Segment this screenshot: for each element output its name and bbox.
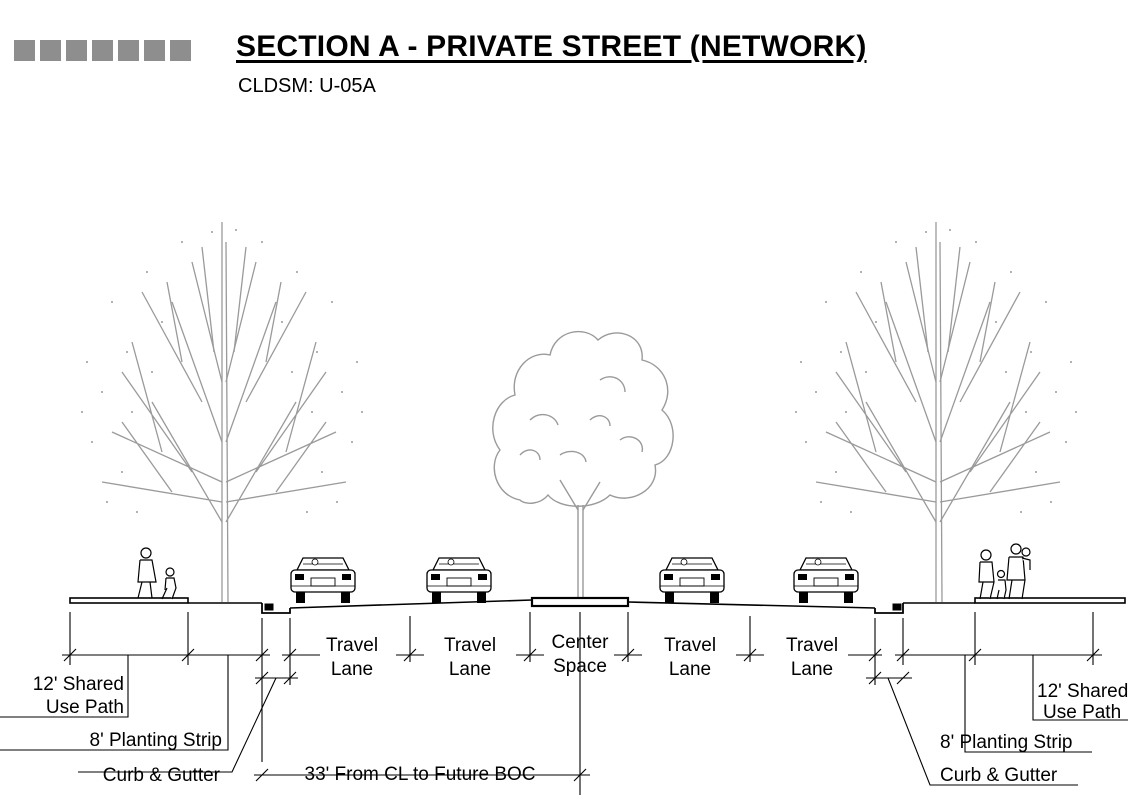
lane-3-label-line1: Travel [664, 635, 716, 656]
vehicle-lane-1 [290, 557, 356, 604]
right-street-tree [795, 221, 1077, 603]
section-subtitle: CLDSM: U-05A [238, 75, 376, 97]
vehicle-lane-3 [659, 557, 725, 604]
section-title: SECTION A - PRIVATE STREET (NETWORK) [236, 30, 867, 63]
pedestrians-left [137, 547, 177, 600]
lane-2-label-line2: Lane [449, 659, 491, 680]
lane-labels: Travel Lane Travel Lane Center Space Tra… [326, 632, 838, 680]
center-space-label-line2: Space [553, 656, 607, 677]
pedestrians-right [978, 543, 1031, 600]
center-median-tree [492, 330, 674, 598]
section-hatch-marker [14, 40, 191, 61]
left-path-label-line2: Use Path [46, 697, 124, 718]
right-path-label-line1: 12' Shared [1037, 681, 1128, 702]
left-street-tree [81, 221, 363, 603]
lane-4-label-line2: Lane [791, 659, 833, 680]
lane-4-label-line1: Travel [786, 635, 838, 656]
vehicle-lane-4 [793, 557, 859, 604]
lane-3-label-line2: Lane [669, 659, 711, 680]
drawing-header: SECTION A - PRIVATE STREET (NETWORK) CLD… [0, 0, 1128, 110]
vehicle-lane-2 [426, 557, 492, 604]
left-curb-gutter-label: Curb & Gutter [103, 765, 221, 786]
right-path-label-line2: Use Path [1043, 702, 1121, 723]
right-planting-strip-label: 8' Planting Strip [940, 732, 1072, 753]
lane-1-label-line2: Lane [331, 659, 373, 680]
left-planting-strip-label: 8' Planting Strip [90, 730, 222, 751]
left-path-label-line1: 12' Shared [33, 674, 124, 695]
left-callouts: 12' Shared Use Path 8' Planting Strip Cu… [33, 674, 536, 786]
lane-2-label-line1: Travel [444, 635, 496, 656]
dimension-lines [0, 612, 1128, 795]
lane-1-label-line1: Travel [326, 635, 378, 656]
right-callouts: 12' Shared Use Path 8' Planting Strip Cu… [940, 681, 1128, 786]
center-space-label-line1: Center [551, 632, 609, 653]
right-curb-gutter-label: Curb & Gutter [940, 765, 1058, 786]
centerline-dimension-label: 33' From CL to Future BOC [305, 764, 536, 785]
